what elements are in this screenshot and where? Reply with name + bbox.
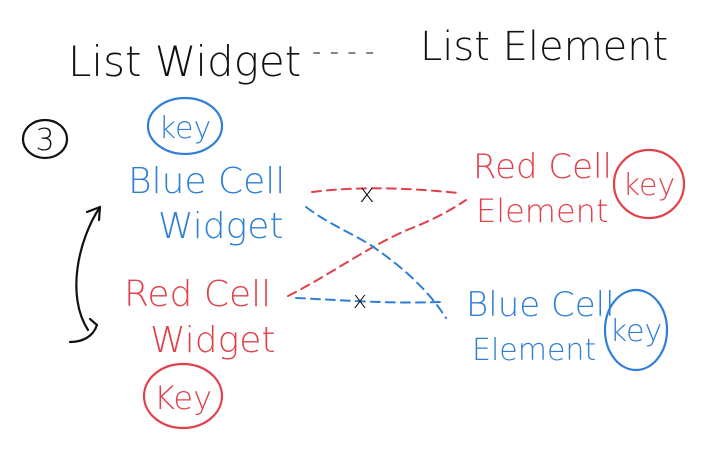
blue-cell-element: Blue Cell Element key	[466, 285, 669, 372]
blue-element-line1: Blue Cell	[466, 285, 615, 325]
broken-link-mark-top: x	[359, 179, 374, 209]
red-widget-line2: Widget	[150, 320, 276, 361]
list-widget-heading: List Widget	[68, 37, 301, 86]
list-element-heading: List Element	[420, 24, 668, 70]
swap-arrow	[68, 205, 102, 344]
link-red-widget-to-blue-element	[295, 297, 441, 304]
blue-element-key-label: key	[610, 314, 663, 349]
blue-widget-key-label: key	[159, 111, 212, 146]
blue-cell-widget: key Blue Cell Widget	[128, 96, 285, 247]
blue-widget-line1: Blue Cell	[128, 161, 285, 202]
connection-lines	[287, 187, 467, 319]
link-blue-widget-to-blue-element	[305, 206, 447, 319]
swap-arrow-head-top	[85, 205, 102, 222]
blue-element-key-circle	[603, 288, 669, 372]
blue-element-line2: Element	[472, 333, 596, 368]
red-cell-widget: Red Cell Widget Key	[124, 274, 276, 430]
red-element-key-label: key	[623, 168, 676, 203]
blue-widget-line2: Widget	[158, 206, 284, 247]
red-widget-line1: Red Cell	[124, 274, 271, 315]
red-widget-key-label: Key	[154, 379, 212, 417]
link-blue-widget-to-red-element	[311, 187, 459, 194]
red-element-line2: Element	[476, 192, 608, 230]
step-marker-number: 3	[35, 123, 54, 158]
link-red-widget-to-red-element	[287, 199, 467, 297]
broken-link-mark-bottom: x	[353, 286, 367, 314]
swap-arrow-curve	[75, 205, 102, 332]
step-marker: 3	[21, 118, 69, 160]
step-marker-circle	[21, 118, 69, 160]
red-element-line1: Red Cell	[473, 147, 612, 187]
red-cell-element: Red Cell Element key	[473, 147, 686, 230]
blue-widget-key-circle	[146, 96, 224, 156]
swap-arrow-head-bottom	[68, 317, 99, 344]
red-element-key-circle	[612, 148, 686, 220]
red-widget-key-circle	[142, 362, 224, 430]
heading-dashed-separator: - - - -	[312, 37, 374, 67]
